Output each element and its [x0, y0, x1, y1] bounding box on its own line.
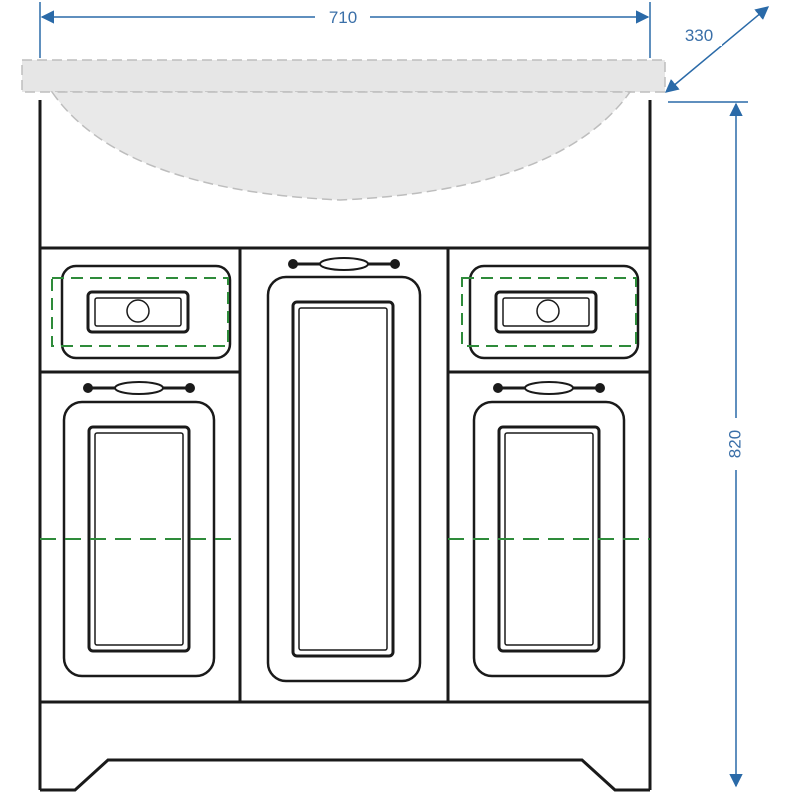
right-drawer-knob: [536, 299, 560, 323]
basin-bowl: [50, 91, 632, 201]
left-drawer: [51, 264, 232, 360]
left-door-handle: [83, 381, 195, 395]
right-door-handle: [493, 381, 605, 395]
basin: [21, 59, 666, 207]
height-dimension-label: 820: [725, 430, 744, 458]
basin-top: [21, 59, 666, 93]
right-drawer-guide: [461, 277, 637, 347]
right-drawer: [461, 264, 640, 360]
depth-dimension: 330: [664, 6, 770, 93]
height-dimension: 820: [668, 101, 748, 788]
plinth: [40, 758, 650, 792]
left-drawer-knob: [126, 299, 150, 323]
left-drawer-guide: [51, 277, 229, 347]
center-door-handle: [288, 257, 400, 271]
center-door: [266, 275, 422, 683]
cabinet-body: [38, 100, 652, 790]
width-dimension: 710: [39, 2, 651, 58]
depth-dimension-label: 330: [685, 26, 713, 45]
width-dimension-label: 710: [329, 8, 357, 27]
